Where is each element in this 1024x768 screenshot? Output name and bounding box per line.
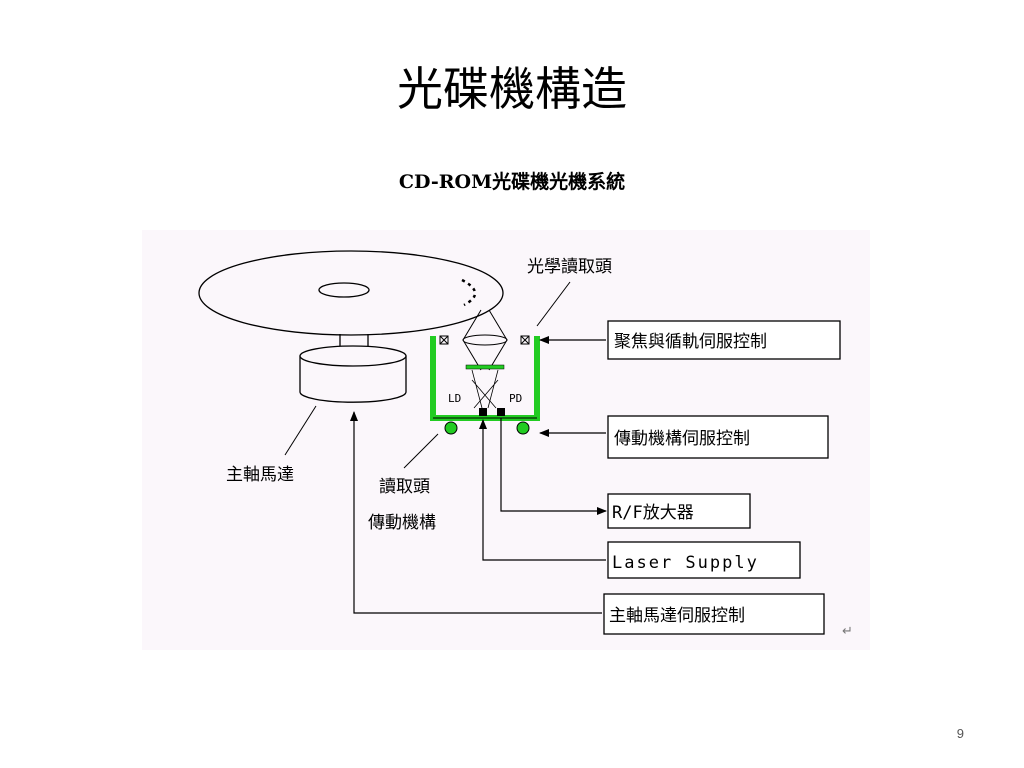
- spindle-motor: [299, 334, 407, 403]
- drive-leader-line: [403, 433, 439, 469]
- signal-arrows: [350, 336, 607, 614]
- slide-subtitle: CD-ROM光碟機光機系統: [398, 171, 626, 193]
- laser-supply-arrow: [479, 419, 606, 561]
- pickup-leader-line: [536, 281, 571, 327]
- focus-tracking-servo-text: 聚焦與循軌伺服控制: [614, 332, 767, 352]
- ld-label: LD: [448, 392, 461, 405]
- pickup-drive-label-2: 傳動機構: [368, 513, 436, 533]
- rf-amplifier-box: R/F放大器: [607, 493, 751, 529]
- slide-title: 光碟機構造: [397, 62, 627, 116]
- return-mark-icon: ↵: [842, 624, 853, 639]
- optical-pickup-carriage: LD PD: [430, 309, 540, 435]
- drive-servo-box: 傳動機構伺服控制: [607, 415, 829, 459]
- laser-supply-text: Laser Supply: [612, 553, 759, 573]
- pd-label: PD: [509, 392, 522, 405]
- spindle-servo-text: 主軸馬達伺服控制: [609, 606, 745, 626]
- page-number: 9: [956, 726, 964, 741]
- optical-pickup-label: 光學讀取頭: [527, 257, 612, 277]
- pickup-drive-label-1: 讀取頭: [379, 477, 430, 497]
- focus-tracking-servo-box: 聚焦與循軌伺服控制: [607, 320, 841, 360]
- laser-supply-box: Laser Supply: [607, 541, 801, 579]
- spindle-motor-label: 主軸馬達: [226, 465, 294, 485]
- optical-disc: [198, 250, 504, 336]
- spindle-servo-arrow: [350, 411, 602, 614]
- rf-amplifier-arrow: [500, 418, 607, 515]
- diagram-canvas: LD PD 光學讀取頭 主軸馬達 讀取頭 傳動機構 聚焦與循軌伺服控制 傳動機構…: [198, 250, 853, 639]
- spindle-servo-box: 主軸馬達伺服控制: [603, 593, 825, 635]
- drive-servo-text: 傳動機構伺服控制: [614, 429, 750, 449]
- rf-amplifier-text: R/F放大器: [612, 503, 694, 523]
- cd-rom-optical-system-diagram: LD PD 光學讀取頭 主軸馬達 讀取頭 傳動機構 聚焦與循軌伺服控制 傳動機構…: [142, 230, 870, 650]
- motor-leader-line: [284, 405, 317, 456]
